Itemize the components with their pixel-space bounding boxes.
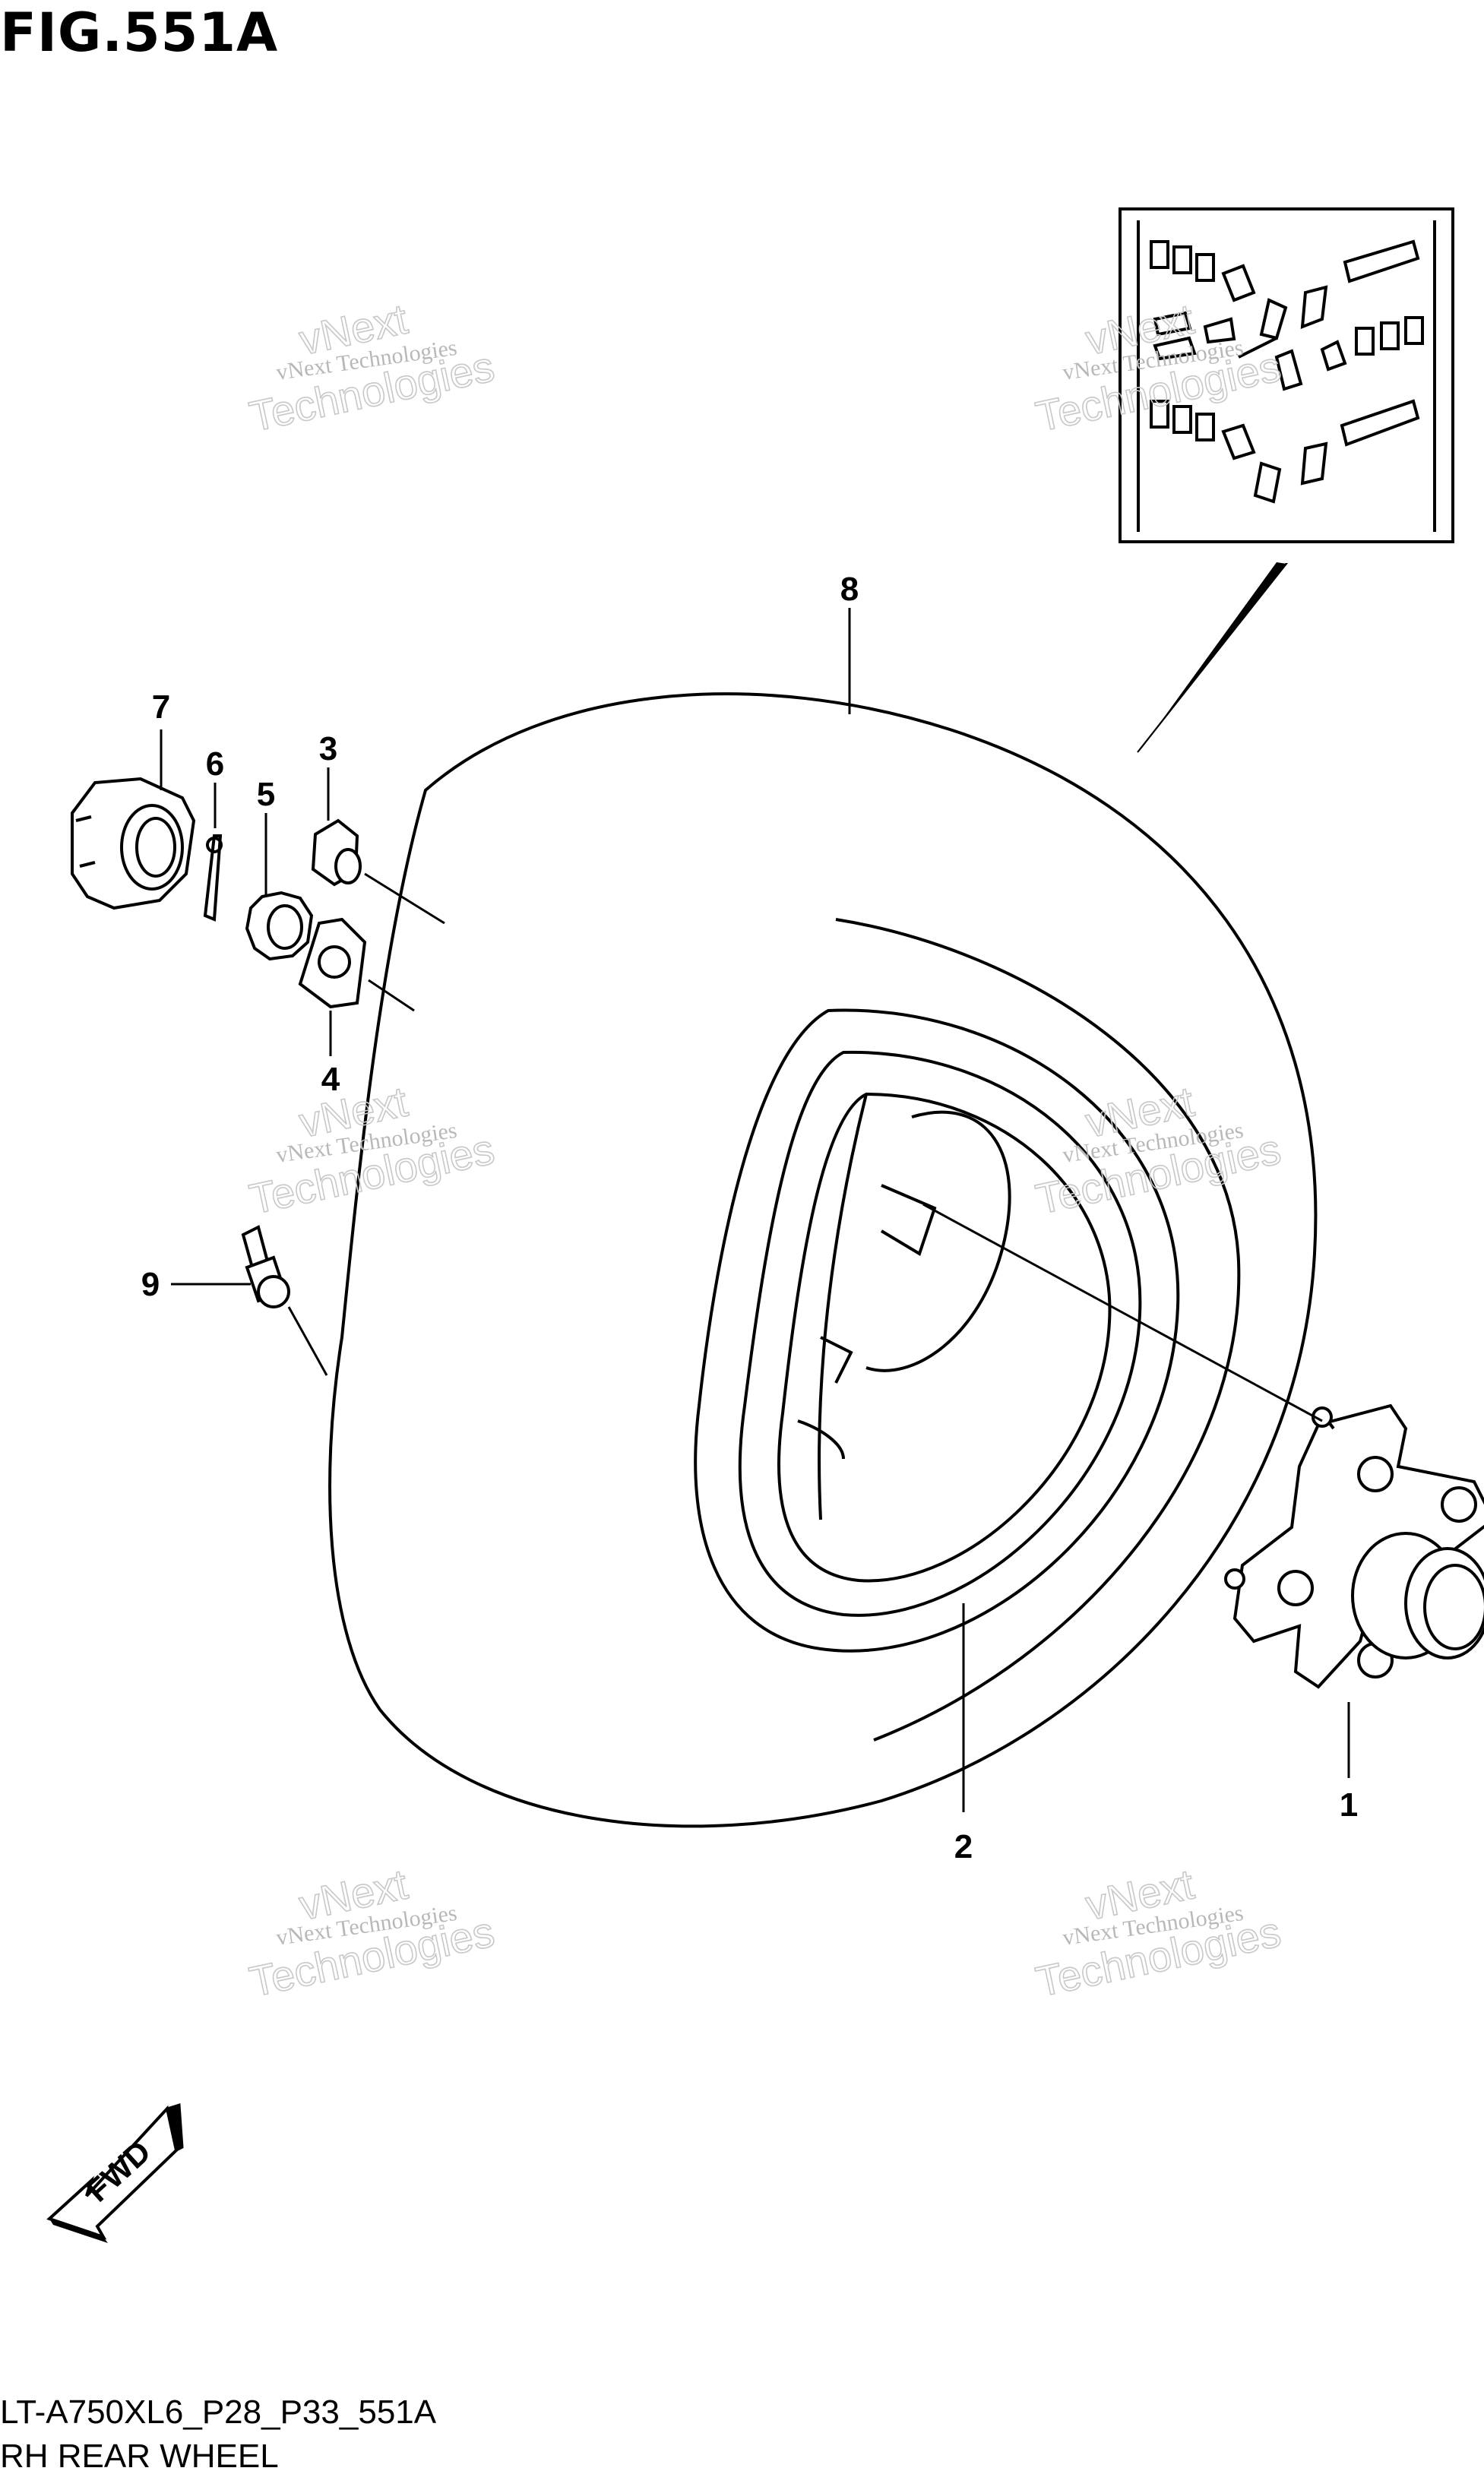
- rim-outer: [694, 1008, 1180, 1653]
- callout-8: 8: [840, 571, 859, 608]
- figure-title: FIG.551A: [0, 2, 279, 64]
- tire-shoulder-line: [835, 918, 1241, 1742]
- callout-7: 7: [152, 688, 170, 726]
- tire-outline: [328, 692, 1318, 1828]
- callout-1: 1: [1340, 1786, 1358, 1824]
- leader-lines: [160, 608, 1350, 1812]
- figure-caption: RH REAR WHEEL: [0, 2438, 279, 2475]
- part-9-valve: [241, 1225, 290, 1308]
- watermark-6: vNext Technologies vNext Technologies: [1031, 1859, 1285, 2007]
- watermark-4: vNext Technologies vNext Technologies: [1031, 1077, 1285, 1224]
- fwd-direction-arrow: FWD: [46, 2103, 184, 2243]
- callout-labels: 1 2 3 4 5 6 7 8 9: [141, 571, 1358, 1865]
- watermark-3: vNext Technologies vNext Technologies: [245, 1077, 498, 1224]
- watermarks: vNext Technologies vNext Technologies vN…: [245, 294, 1285, 2007]
- callout-5: 5: [257, 776, 275, 813]
- tire-assembly: [328, 692, 1318, 1828]
- callout-9: 9: [141, 1266, 160, 1303]
- wheel-hub: [1224, 1403, 1484, 1689]
- part-4-washer: [298, 917, 367, 1009]
- watermark-5: vNext Technologies vNext Technologies: [245, 1859, 498, 2007]
- callout-2: 2: [954, 1828, 973, 1865]
- callout-3: 3: [319, 730, 337, 767]
- part-6-cotter-pin: [203, 834, 223, 922]
- model-code: LT-A750XL6_P28_P33_551A: [0, 2394, 437, 2431]
- part-5-castle-nut: [245, 891, 314, 961]
- part-7-hub-cap: [71, 777, 196, 910]
- callout-6: 6: [206, 745, 224, 783]
- rim-inner: [777, 1092, 1112, 1583]
- part-3-nut: [311, 818, 362, 887]
- rim-barrel: [865, 1110, 1011, 1372]
- watermark-1: vNext Technologies vNext Technologies: [245, 294, 498, 441]
- rim-flange: [738, 1050, 1142, 1617]
- watermark-2: vNext Technologies vNext Technologies: [1031, 294, 1285, 441]
- tread-detail-inset: [1119, 207, 1454, 543]
- callout-4: 4: [321, 1061, 340, 1098]
